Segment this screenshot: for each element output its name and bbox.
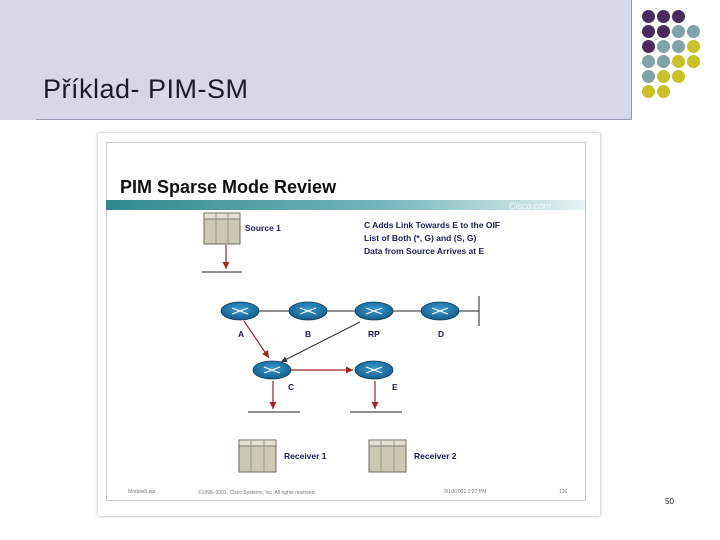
decor-dot (657, 40, 670, 53)
decor-dot (672, 40, 685, 53)
decor-dot (642, 40, 655, 53)
network-diagram (202, 212, 480, 473)
router-icon (420, 301, 460, 321)
header-band (0, 0, 632, 120)
router-label-d: D (438, 329, 445, 339)
annotation-line: List of Both (*, G) and (S, G) (364, 233, 477, 243)
host-label-receiver1: Receiver 1 (284, 451, 327, 461)
footer-date: 9/10/2001 2:27 PM (444, 489, 487, 495)
receiver-host-icon (238, 439, 277, 473)
decor-dot (657, 55, 670, 68)
decor-dot (657, 10, 670, 23)
host-label-source: Source 1 (245, 223, 281, 233)
decor-dot (657, 70, 670, 83)
router-icon (354, 301, 394, 321)
annotation-line: Data from Source Arrives at E (364, 246, 485, 256)
join-arrow (280, 321, 361, 363)
header-divider-vertical (631, 0, 632, 120)
decor-dot (642, 55, 655, 68)
router-icon (354, 360, 394, 380)
embedded-slide-image: PIM Sparse Mode Review Cisco.com C Adds … (98, 133, 600, 516)
router-label-a: A (238, 329, 245, 339)
router-icon (220, 301, 260, 321)
footer-filename: Module5.ppt (128, 489, 156, 495)
decor-dot (687, 25, 700, 38)
slide-title: Příklad- PIM-SM (43, 74, 249, 104)
brand-label: Cisco.com (509, 201, 552, 211)
router-icon (288, 301, 328, 321)
source-host-icon (203, 212, 241, 245)
router-label-rp: RP (368, 329, 380, 339)
decor-dot (642, 10, 655, 23)
footer-slide-number: 126 (559, 489, 568, 495)
router-icon (252, 360, 292, 380)
decor-dot (672, 25, 685, 38)
footer-copyright: ©1998–2001, Cisco Systems, Inc. All righ… (198, 490, 316, 496)
router-label-b: B (305, 329, 312, 339)
decor-dot (642, 25, 655, 38)
decor-dot (642, 70, 655, 83)
receiver-host-icon (368, 439, 407, 473)
decor-dot (657, 25, 670, 38)
host-label-receiver2: Receiver 2 (414, 451, 457, 461)
title-accent-bar (106, 200, 585, 210)
page-number: 50 (665, 497, 674, 506)
decor-dot (642, 85, 655, 98)
annotation-line: C Adds Link Towards E to the OIF (364, 220, 501, 230)
embedded-slide-title: PIM Sparse Mode Review (120, 177, 337, 197)
decor-dot (687, 55, 700, 68)
decor-dot (672, 70, 685, 83)
decor-dot (672, 10, 685, 23)
flow-arrow (243, 320, 270, 359)
router-label-e: E (392, 382, 398, 392)
router-label-c: C (288, 382, 295, 392)
header-divider-horizontal (36, 119, 632, 120)
decor-dot (672, 55, 685, 68)
decor-dot (687, 40, 700, 53)
decor-dot (657, 85, 670, 98)
annotation-note: C Adds Link Towards E to the OIF List of… (364, 219, 500, 258)
